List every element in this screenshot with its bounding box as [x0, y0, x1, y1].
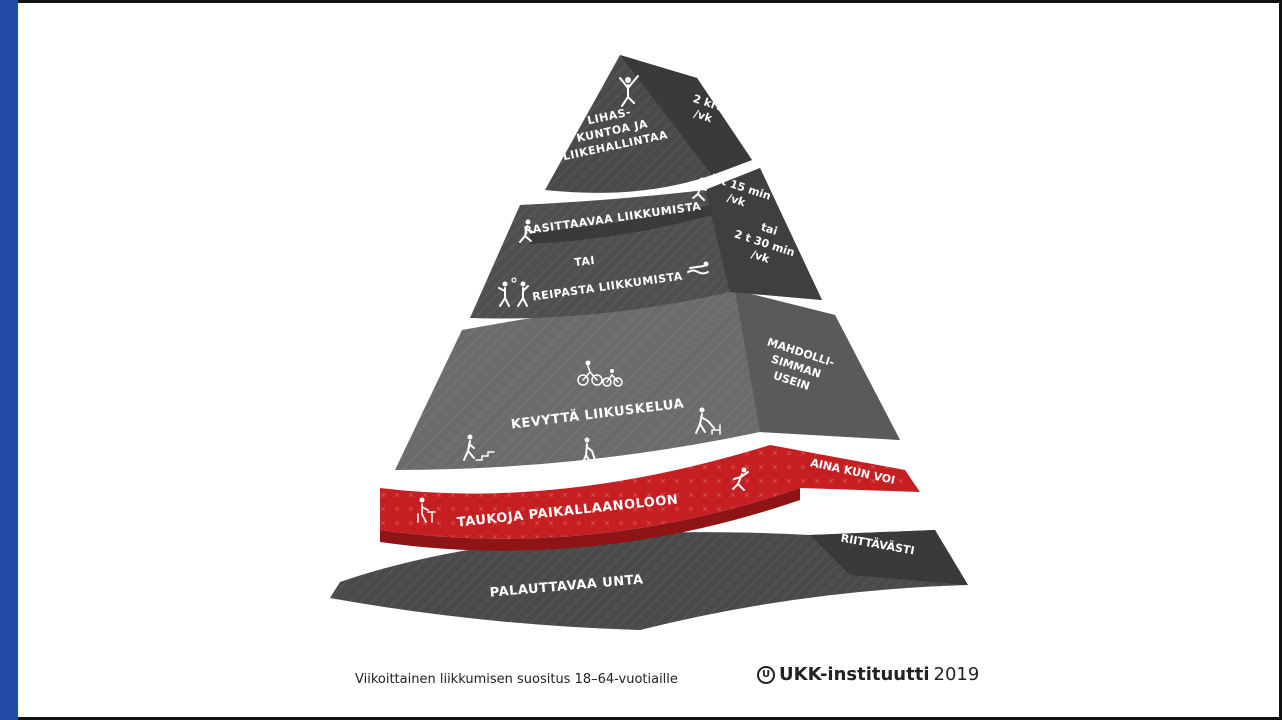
strenuous-frequency-line-2: /vk	[725, 191, 747, 209]
brand-name: UKK-instituutti	[779, 664, 930, 685]
brisk-frequency-line-1: tai	[759, 220, 779, 237]
brand-year: 2019	[933, 664, 980, 685]
dog-walker-icon	[695, 407, 721, 435]
brisk-connector: TAI	[574, 254, 596, 269]
tier-light	[395, 290, 900, 470]
ukk-logo-icon: U	[757, 665, 775, 684]
left-accent-bar	[0, 0, 18, 720]
swimmer-icon	[687, 261, 709, 275]
runner-icon	[692, 177, 707, 201]
dancer-icon	[619, 75, 639, 107]
tier-brisk	[470, 168, 822, 319]
stairs-walker-icon	[463, 434, 495, 461]
footer-caption: Viikoittainen liikkumisen suositus 18–64…	[355, 672, 678, 687]
top-rule	[18, 0, 1282, 3]
ukk-brand: U UKK-instituutti 2019	[757, 664, 979, 685]
brisk-frequency-line-3: /vk	[749, 248, 771, 266]
tier-top	[545, 55, 752, 193]
ball-players-icon	[498, 277, 529, 307]
cyclists-icon	[577, 360, 623, 387]
walker-icon	[581, 437, 598, 467]
stretching-icon	[732, 467, 749, 491]
desk-worker-icon	[417, 497, 436, 523]
tier-breaks	[380, 445, 920, 551]
hiker-icon	[519, 219, 534, 243]
tier-sleep	[330, 530, 968, 630]
top-frequency-line-2: /vk	[692, 107, 714, 125]
